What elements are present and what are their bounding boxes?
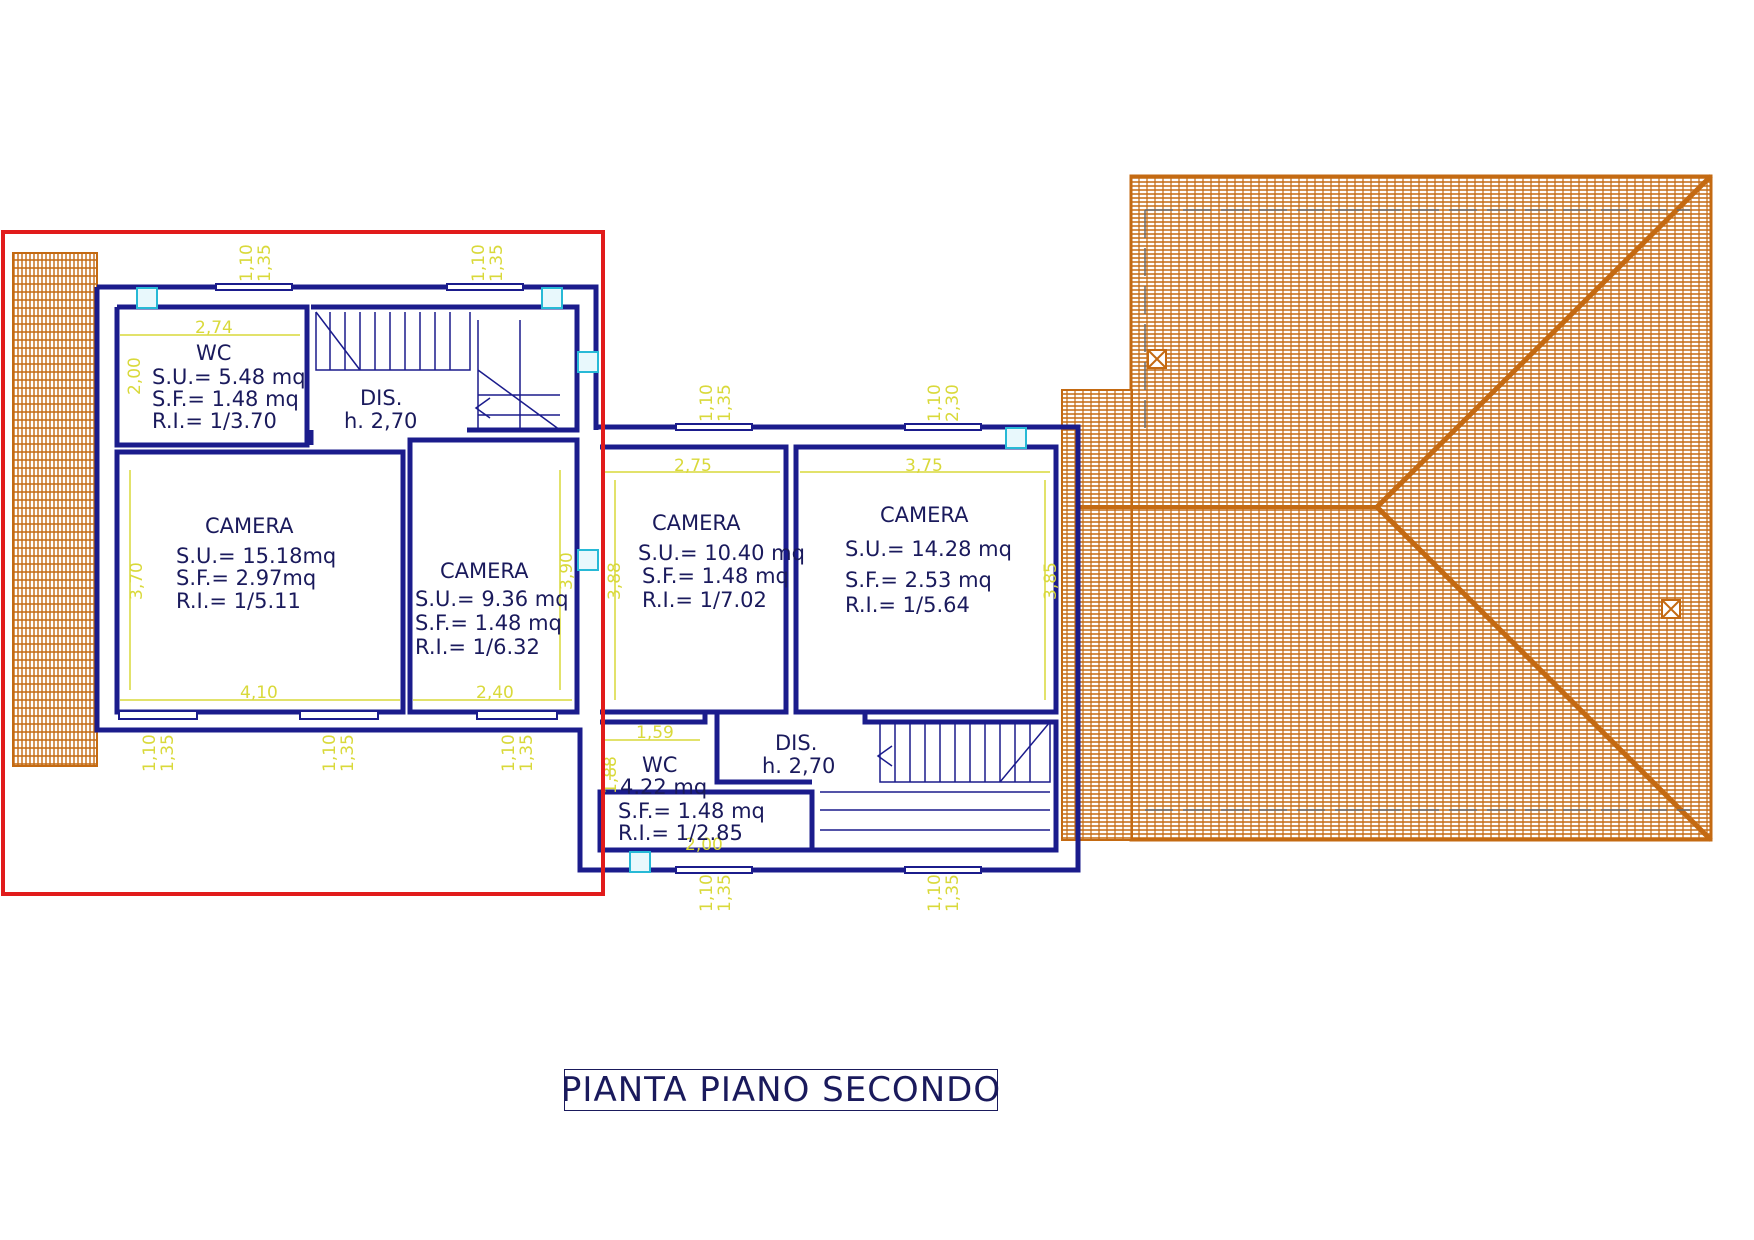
window-label-a: 1,10: [925, 874, 945, 912]
room-sf: S.F.= 1.48 mq: [618, 799, 765, 823]
dim-wc-width: 2,74: [195, 318, 233, 338]
room-camera-1: CAMERA S.U.= 15.18mq S.F.= 2.97mq R.I.= …: [176, 514, 336, 613]
room-dis-1: DIS. h. 2,70: [344, 386, 417, 433]
dim-camera1-width: 4,10: [240, 683, 278, 703]
window-label-b: 1,35: [338, 734, 358, 772]
room-ri: R.I.= 1/2.85: [618, 821, 743, 845]
stair-upper: [315, 311, 561, 431]
room-ri: R.I.= 1/5.64: [845, 593, 970, 617]
stair-lower: [820, 721, 1051, 831]
room-ri: R.I.= 1/3.70: [152, 409, 277, 433]
room-su: S.U.= 15.18mq: [176, 544, 336, 568]
room-sf: S.F.= 2.97mq: [176, 566, 316, 590]
room-wc-1: WC S.U.= 5.48 mq S.F.= 1.48 mq R.I.= 1/3…: [152, 341, 306, 433]
window-label-a: 1,10: [925, 384, 945, 422]
window-label-b: 1,35: [255, 244, 275, 282]
window-label-b: 1,35: [158, 734, 178, 772]
dim-camera1-height: 3,70: [127, 562, 147, 600]
room-sf: S.F.= 1.48 mq: [415, 611, 562, 635]
room-name: CAMERA: [205, 514, 294, 538]
room-name: CAMERA: [880, 503, 969, 527]
dim-wc2-height: 1,88: [601, 756, 621, 794]
window-label-a: 1,10: [697, 384, 717, 422]
window-label-b: 1,35: [715, 384, 735, 422]
room-ri: R.I.= 1/6.32: [415, 635, 540, 659]
room-name: WC: [642, 753, 677, 777]
room-camera-3: CAMERA S.U.= 10.40 mq S.F.= 1.48 mq R.I.…: [638, 511, 805, 612]
plan-title: PIANTA PIANO SECONDO: [560, 1070, 1002, 1110]
dim-camera4-width: 3,75: [905, 456, 943, 476]
window-label-a: 1,10: [697, 874, 717, 912]
dim-wc-height: 2,00: [125, 357, 145, 395]
window-label-a: 1,10: [469, 244, 489, 282]
window-label-a: 1,10: [237, 244, 257, 282]
dimension-labels: 2,74 2,00 4,10 3,70 2,40 3,90 2,75 3,88 …: [125, 318, 1061, 855]
highlight-frame: [1, 230, 605, 896]
dim-camera2-width: 2,40: [476, 683, 514, 703]
room-height: h. 2,70: [762, 754, 835, 778]
room-name: DIS.: [775, 731, 817, 755]
window-label-a: 1,10: [320, 734, 340, 772]
room-sf: S.F.= 2.53 mq: [845, 568, 992, 592]
dim-wc2-width: 1,59: [636, 723, 674, 743]
chimney-icon: [1147, 349, 1167, 369]
room-su: S.U.= 9.36 mq: [415, 587, 569, 611]
dim-camera3-width: 2,75: [674, 456, 712, 476]
window-label-a: 1,10: [499, 734, 519, 772]
room-ri: R.I.= 1/7.02: [642, 588, 767, 612]
window-label-b: 1,35: [487, 244, 507, 282]
balcony-tiles: [12, 252, 98, 767]
chimney-icon: [1661, 599, 1681, 619]
dim-wc2-bottom: 2,00: [685, 835, 723, 855]
dimension-lines: [120, 334, 1050, 780]
room-dis-2: DIS. h. 2,70: [762, 731, 835, 778]
dim-camera2-height: 3,90: [557, 552, 577, 590]
window-label-b: 1,35: [715, 874, 735, 912]
room-name: CAMERA: [652, 511, 741, 535]
room-name: WC: [196, 341, 231, 365]
room-sf: S.F.= 1.48 mq: [642, 564, 789, 588]
room-su: S.U.= 10.40 mq: [638, 541, 805, 565]
room-wc-2: WC 4.22 mq S.F.= 1.48 mq R.I.= 1/2.85: [618, 753, 765, 845]
window-label-b: 1,35: [517, 734, 537, 772]
window-label-b: 1,35: [943, 874, 963, 912]
room-name: DIS.: [360, 386, 402, 410]
dim-camera4-height: 3,85: [1041, 562, 1061, 600]
room-su: S.U.= 5.48 mq: [152, 365, 306, 389]
room-su: S.U.= 14.28 mq: [845, 537, 1012, 561]
room-sf: S.F.= 1.48 mq: [152, 387, 299, 411]
room-su: 4.22 mq: [620, 775, 707, 799]
window-label-b: 2,30: [943, 384, 963, 422]
windows: [118, 283, 982, 874]
room-camera-4: CAMERA S.U.= 14.28 mq S.F.= 2.53 mq R.I.…: [845, 503, 1012, 617]
dim-camera3-height: 3,88: [605, 562, 625, 600]
room-height: h. 2,70: [344, 409, 417, 433]
room-labels: WC S.U.= 5.48 mq S.F.= 1.48 mq R.I.= 1/3…: [152, 341, 1012, 845]
roof-plan: [1061, 174, 1713, 842]
room-camera-2: CAMERA S.U.= 9.36 mq S.F.= 1.48 mq R.I.=…: [415, 559, 569, 659]
radiator-icons: [136, 287, 1027, 873]
room-ri: R.I.= 1/5.11: [176, 589, 301, 613]
plan-title-box: PIANTA PIANO SECONDO: [560, 1069, 1002, 1111]
window-height-labels: 1,101,35 1,101,35 1,101,35 1,101,35 1,10…: [140, 244, 963, 912]
window-label-a: 1,10: [140, 734, 160, 772]
room-name: CAMERA: [440, 559, 529, 583]
